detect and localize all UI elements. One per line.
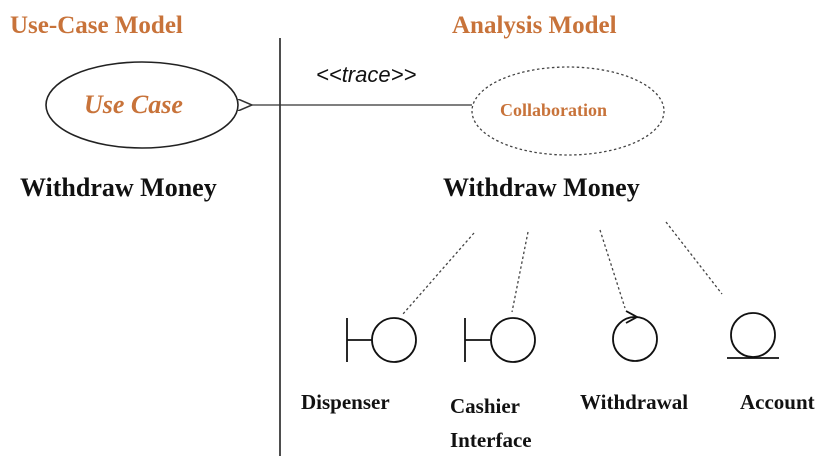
analysis-model-heading: Analysis Model — [452, 12, 617, 39]
participation-line-withdrawal — [599, 229, 626, 309]
class-label-dispenser: Dispenser — [301, 390, 390, 414]
boundary-icon[interactable] — [464, 317, 536, 363]
class-label-cashier-interface: Cashier Interface — [450, 394, 532, 452]
participation-line-dispenser — [402, 232, 475, 315]
use-case-label: Use Case — [84, 90, 183, 119]
trace-stereotype: <<trace>> — [316, 62, 417, 87]
class-label-account: Account — [740, 390, 815, 414]
class-label-withdrawal: Withdrawal — [580, 390, 689, 414]
entity-icon[interactable] — [727, 312, 779, 359]
control-icon[interactable] — [612, 310, 658, 362]
use-case-model-heading: Use-Case Model — [10, 12, 183, 39]
boundary-icon[interactable] — [346, 317, 417, 363]
collaboration-name: Withdraw Money — [443, 173, 640, 202]
participation-line-account — [665, 221, 723, 295]
use-case-name: Withdraw Money — [20, 173, 217, 202]
collaboration-label: Collaboration — [500, 100, 608, 120]
participation-line-cashier-interface — [511, 231, 529, 313]
collaboration-ellipse[interactable] — [471, 66, 665, 156]
